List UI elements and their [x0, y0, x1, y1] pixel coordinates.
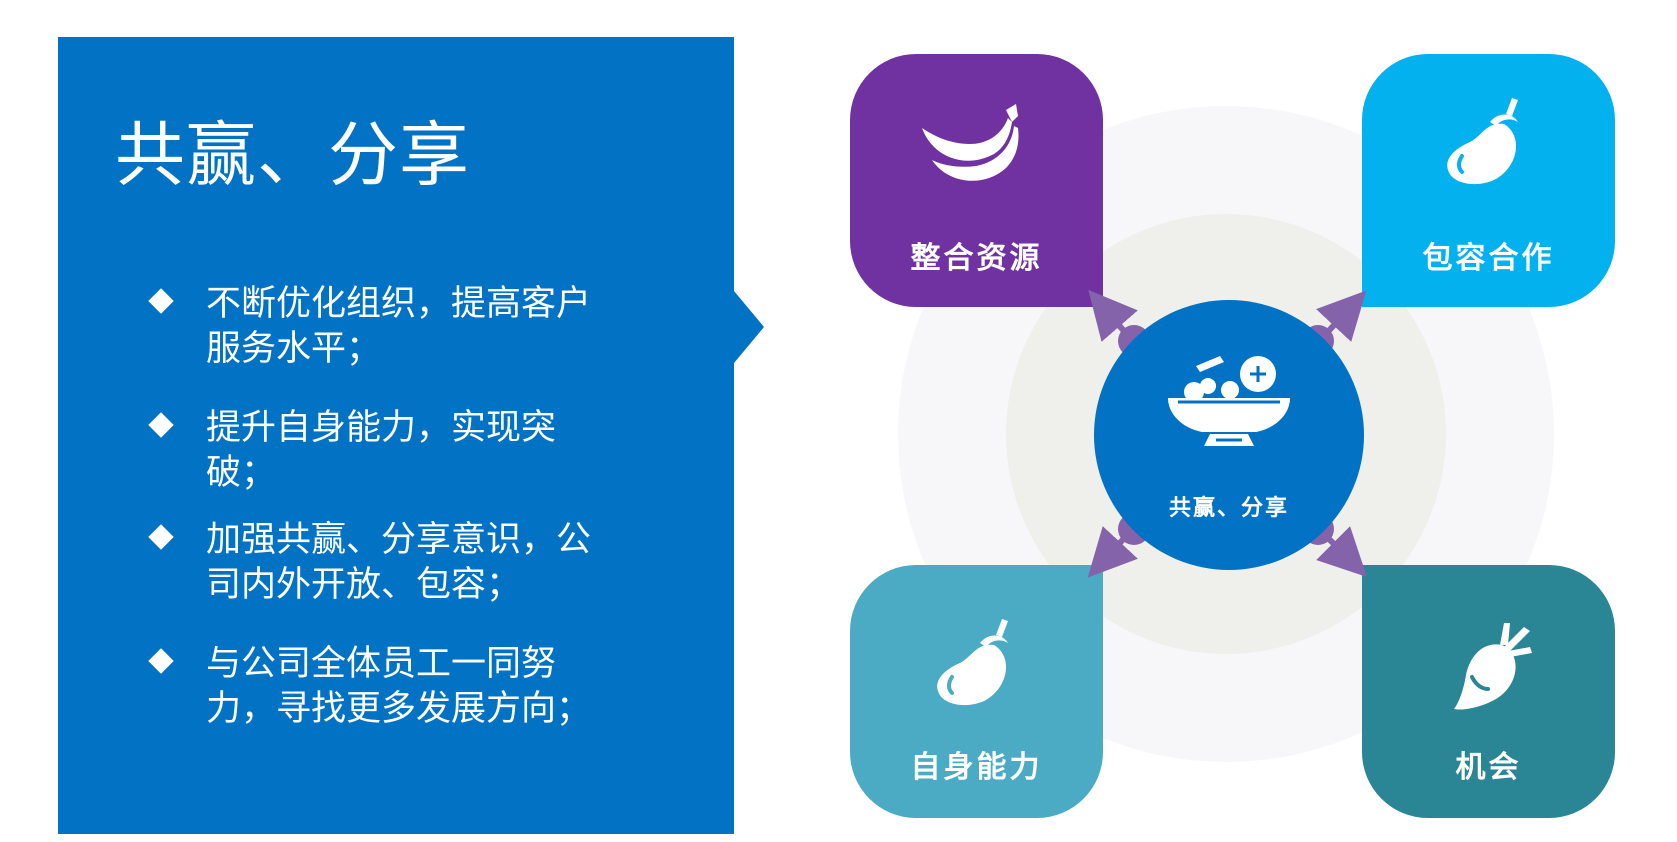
- node-tile-bottom-left: 自身能力: [850, 565, 1103, 818]
- eggplant-icon: [937, 619, 1008, 706]
- bullet-text: 提升自身能力，实现突破；: [206, 408, 557, 493]
- node-tile-top-left: 整合资源: [850, 54, 1103, 307]
- bullet-text: 不断优化组织，提高客户服务水平；: [206, 284, 592, 369]
- node-tile-bottom-right: 机会: [1362, 565, 1615, 818]
- center-label: 共赢、分享: [1168, 496, 1289, 521]
- node-label: 整合资源: [910, 241, 1043, 276]
- node-label: 包容合作: [1422, 241, 1555, 276]
- bullet-item: 加强共赢、分享意识，公司内外开放、包容；: [148, 518, 620, 608]
- node-tile-top-right: 包容合作: [1362, 54, 1615, 307]
- bullet-item: 不断优化组织，提高客户服务水平；: [148, 282, 620, 372]
- node-label: 自身能力: [910, 750, 1043, 785]
- radish-icon: [1454, 623, 1532, 710]
- text-panel: [58, 37, 734, 834]
- node-label: 机会: [1455, 750, 1522, 785]
- bullet-item: 与公司全体员工一同努力，寻找更多发展方向；: [148, 642, 620, 732]
- panel-pointer-arrow: [734, 291, 764, 363]
- eggplant-icon: [1447, 98, 1518, 185]
- bullet-item: 提升自身能力，实现突破；: [148, 406, 620, 496]
- banana-icon: [922, 104, 1019, 181]
- bullet-text: 与公司全体员工一同努力，寻找更多发展方向；: [206, 644, 592, 729]
- bullet-text: 加强共赢、分享意识，公司内外开放、包容；: [206, 520, 592, 605]
- salad-bowl-icon: [1168, 356, 1290, 446]
- panel-title: 共赢、分享: [115, 114, 470, 196]
